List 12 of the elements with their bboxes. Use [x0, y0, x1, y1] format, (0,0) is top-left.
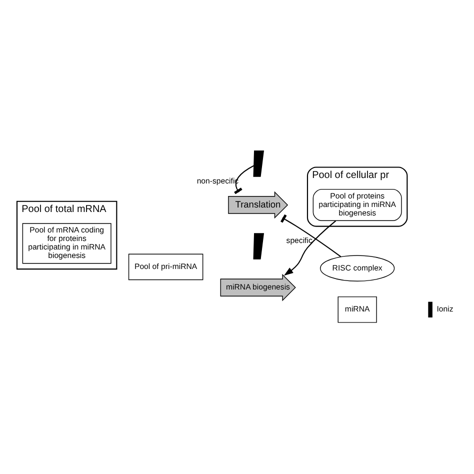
connector [234, 165, 254, 194]
node-ellipse: RISC complex [320, 255, 395, 282]
node-box: Pool of pri-miRNA [128, 254, 204, 280]
node-lightning [253, 150, 264, 177]
node-box: miRNA [338, 296, 377, 323]
arrow [284, 220, 336, 276]
legend-label: Ioniz [436, 304, 454, 314]
node-box: Pool of proteins participating in miRNA biogenesis [312, 188, 402, 221]
connector [280, 214, 342, 258]
node-lightning [253, 233, 264, 260]
edge-label: specific [286, 236, 312, 245]
node-box: Pool of mRNA coding for proteins participating in miRNA biogenesis [22, 223, 112, 264]
